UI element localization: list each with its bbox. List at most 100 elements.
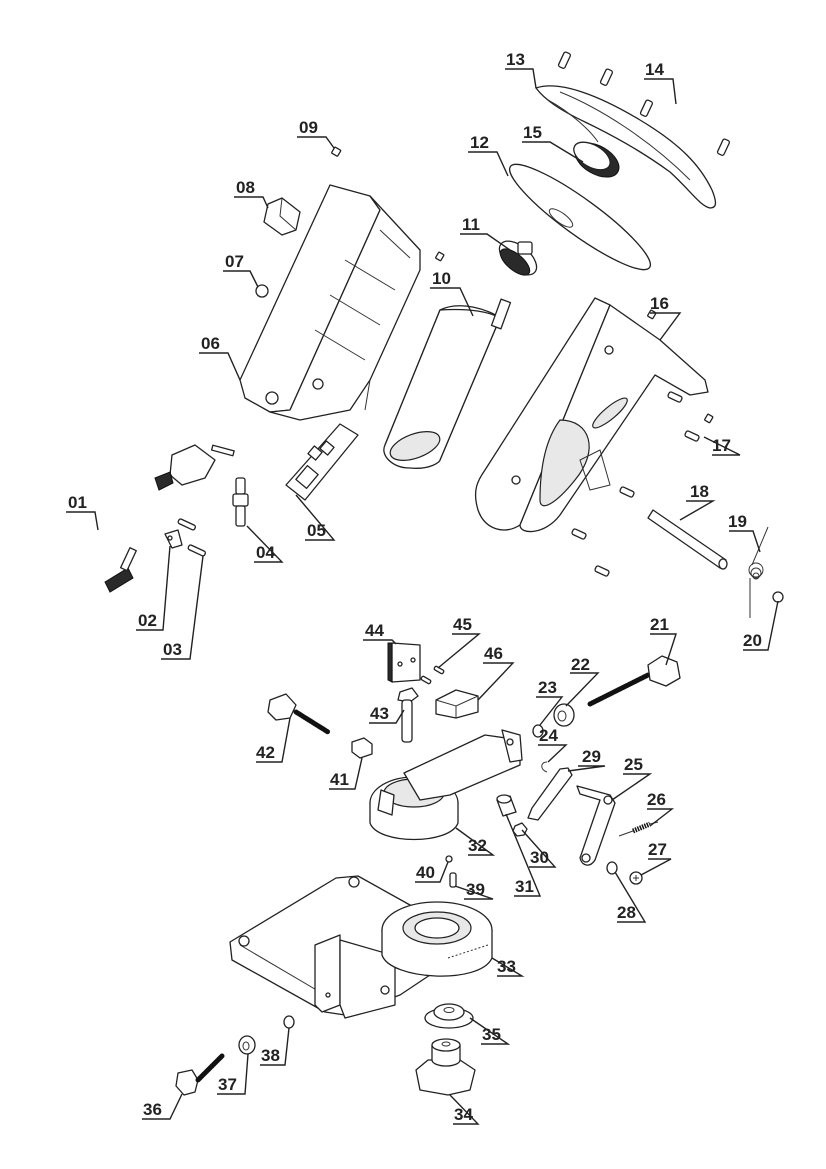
- callout-37: 37: [217, 1053, 249, 1095]
- callout-07: 07: [223, 252, 259, 288]
- part-36-bolt: [175, 1053, 225, 1096]
- part-label-10: 10: [432, 269, 451, 288]
- part-39-pin: [449, 872, 457, 888]
- callout-38: 38: [260, 1027, 290, 1066]
- part-label-01: 01: [68, 493, 87, 512]
- leader-line-19: [729, 530, 761, 553]
- part-label-07: 07: [225, 252, 244, 271]
- leader-line-45: [437, 633, 481, 669]
- part-label-37: 37: [218, 1075, 237, 1094]
- callout-04: 04: [246, 525, 284, 563]
- part-11-inner-flange: [498, 240, 538, 276]
- leader-line-28: [614, 871, 647, 923]
- callout-42: 42: [256, 717, 291, 763]
- part-06-left-housing: [239, 184, 421, 421]
- leader-line-40: [415, 861, 449, 883]
- leader-line-37: [217, 1053, 249, 1095]
- callout-27: 27: [640, 840, 672, 876]
- part-14-screws: [557, 51, 730, 156]
- part-label-08: 08: [236, 178, 255, 197]
- leader-line-23: [536, 696, 564, 726]
- callout-46: 46: [477, 644, 515, 701]
- part-label-26: 26: [647, 790, 666, 809]
- part-label-06: 06: [201, 334, 220, 353]
- leader-line-31: [505, 813, 542, 897]
- leader-line-20: [743, 600, 779, 651]
- part-05-switch-board: [285, 423, 359, 501]
- part-23-washer: [532, 724, 544, 738]
- part-label-30: 30: [530, 848, 549, 867]
- callout-28: 28: [614, 871, 647, 923]
- part-04-cable-sleeve: [232, 477, 249, 527]
- part-label-41: 41: [330, 770, 349, 789]
- callout-36: 36: [142, 1093, 183, 1120]
- leader-line-08: [234, 196, 269, 209]
- callout-05: 05: [295, 494, 336, 541]
- part-label-25: 25: [624, 755, 643, 774]
- leader-line-43: [369, 709, 405, 724]
- callout-44: 44: [363, 621, 397, 645]
- part-46-stop-block: [435, 689, 479, 719]
- part-33-base: [229, 875, 493, 1019]
- callout-31: 31: [505, 813, 542, 897]
- part-label-39: 39: [466, 880, 485, 899]
- callout-32: 32: [455, 827, 496, 856]
- part-28-washer: [606, 861, 618, 875]
- callout-26: 26: [647, 790, 675, 827]
- callout-06: 06: [199, 334, 241, 381]
- leader-line-38: [260, 1027, 290, 1066]
- part-07-retaining-ring: [255, 284, 269, 298]
- part-label-16: 16: [650, 294, 669, 313]
- part-41-nut: [351, 737, 373, 759]
- part-19-torsion-spring: [748, 526, 769, 618]
- callout-14: 14: [644, 60, 677, 105]
- leader-line-36: [142, 1093, 183, 1120]
- callout-39: 39: [454, 880, 494, 900]
- callout-30: 30: [521, 829, 557, 868]
- callout-24: 24: [538, 726, 568, 763]
- part-21-adjusting-bolt: [587, 655, 681, 707]
- callout-41: 41: [329, 757, 363, 790]
- callout-45: 45: [437, 615, 481, 669]
- leader-line-44: [363, 639, 397, 645]
- callout-35: 35: [469, 1017, 511, 1045]
- leader-line-14: [644, 78, 677, 105]
- part-label-40: 40: [416, 863, 435, 882]
- part-42-clamping-bolt: [267, 693, 331, 735]
- part-label-13: 13: [506, 50, 525, 69]
- part-12-grinding-disc: [508, 163, 652, 271]
- callout-11: 11: [460, 215, 511, 251]
- part-label-32: 32: [468, 836, 487, 855]
- leader-line-42: [256, 717, 291, 763]
- part-32-chain-clamp: [369, 729, 523, 841]
- part-label-22: 22: [571, 655, 590, 674]
- part-45-pins: [420, 665, 445, 685]
- callout-34: 34: [449, 1094, 480, 1125]
- part-label-21: 21: [650, 615, 669, 634]
- part-label-43: 43: [370, 704, 389, 723]
- leader-line-10: [430, 287, 474, 317]
- part-31-spacer: [496, 794, 517, 817]
- part-callouts: 0102030405060708091011121314151617181920…: [66, 50, 779, 1125]
- callout-40: 40: [415, 861, 449, 883]
- leader-line-06: [199, 352, 241, 381]
- callout-23: 23: [536, 678, 564, 726]
- leader-line-35: [469, 1017, 511, 1045]
- leader-line-46: [477, 662, 515, 701]
- part-37-bushing: [238, 1035, 256, 1055]
- callout-13: 13: [505, 50, 537, 89]
- part-44-clamp-plate: [387, 642, 421, 683]
- part-label-29: 29: [582, 747, 601, 766]
- part-16-right-housing: [474, 297, 709, 533]
- leader-line-34: [449, 1094, 480, 1125]
- part-label-33: 33: [497, 957, 516, 976]
- callout-02: 02: [136, 545, 171, 631]
- leader-line-41: [329, 757, 363, 790]
- part-label-02: 02: [138, 611, 157, 630]
- leader-line-21: [650, 633, 677, 666]
- part-label-46: 46: [484, 644, 503, 663]
- leader-line-04: [246, 525, 284, 563]
- leader-line-33: [491, 957, 525, 977]
- part-label-04: 04: [256, 543, 275, 562]
- part-label-45: 45: [453, 615, 472, 634]
